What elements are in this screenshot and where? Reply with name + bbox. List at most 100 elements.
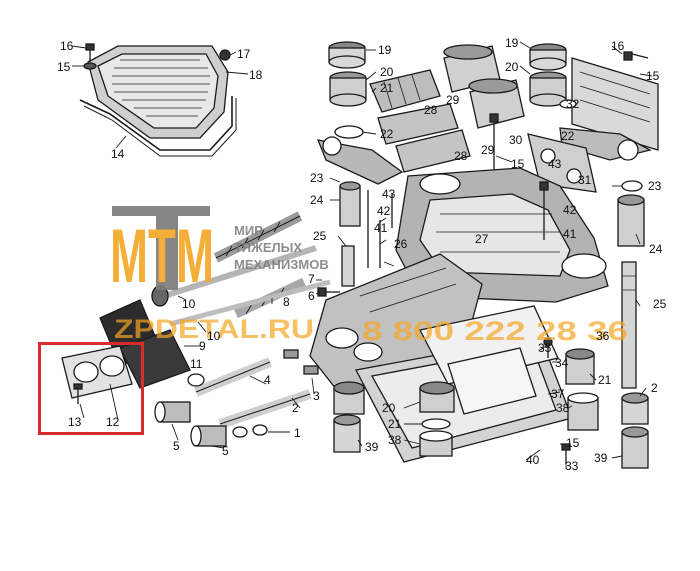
logo-frame (112, 206, 210, 290)
callout-7: 7 (308, 272, 315, 286)
callout-19: 19 (378, 43, 392, 57)
ring-23-b (621, 180, 643, 192)
bolt-17 (219, 49, 231, 61)
callout-15: 15 (646, 69, 660, 83)
callout-41: 41 (374, 221, 388, 235)
bushing-20-a (329, 71, 367, 107)
callout-33: 33 (565, 459, 579, 473)
callout-17: 17 (237, 47, 251, 61)
callout-8: 8 (283, 295, 290, 309)
ring-32 (559, 99, 577, 109)
callout-20: 20 (505, 60, 519, 74)
callout-5: 5 (222, 444, 229, 458)
callout-42: 42 (563, 203, 577, 217)
callout-22: 22 (561, 129, 575, 143)
callout-26: 26 (394, 237, 408, 251)
callout-31: 31 (578, 173, 592, 187)
callout-4: 4 (264, 373, 271, 387)
callout-20: 20 (382, 401, 396, 415)
callout-14: 14 (111, 147, 125, 161)
callout-19: 19 (505, 36, 519, 50)
callout-9: 9 (199, 339, 206, 353)
callout-38: 38 (556, 401, 570, 415)
callout-2: 2 (651, 381, 658, 395)
bolt-16-b (623, 51, 649, 61)
gasket-14 (79, 96, 237, 157)
callout-15: 15 (511, 157, 525, 171)
spool-28-b (395, 129, 471, 173)
ring-22-a (334, 125, 364, 139)
callout-6: 6 (308, 289, 315, 303)
callout-24: 24 (310, 193, 324, 207)
callout-30: 30 (509, 133, 523, 147)
callout-32: 32 (566, 97, 580, 111)
watermark-site: ZPDETAL.RU (114, 314, 314, 344)
callout-22: 22 (380, 127, 394, 141)
flange-43-31 (527, 133, 597, 193)
shaft-4 (194, 357, 272, 397)
callout-16: 16 (611, 39, 625, 53)
callout-21: 21 (388, 417, 402, 431)
callout-1: 1 (294, 426, 301, 440)
callout-11: 11 (190, 357, 203, 371)
callout-12: 12 (106, 415, 120, 429)
callout-29: 29 (481, 143, 495, 157)
callout-27: 27 (475, 232, 489, 246)
gasket-plate-34-36 (419, 305, 559, 415)
shaft-25-a (341, 245, 355, 287)
callout-37: 37 (551, 387, 565, 401)
ring-21-b (421, 418, 451, 430)
callout-29: 29 (446, 93, 460, 107)
callout-36: 36 (596, 329, 610, 343)
watermark-line-1: МИР (234, 223, 263, 238)
lever-arm-23-a (316, 136, 404, 185)
spool-28-a (377, 103, 459, 145)
callout-39: 39 (365, 440, 379, 454)
bushing-right-group (565, 348, 649, 469)
callout-20: 20 (380, 65, 394, 79)
callout-21: 21 (598, 373, 612, 387)
bushing-29-b (468, 78, 525, 129)
callout-41: 41 (563, 227, 577, 241)
watermark-logo: МТМ (110, 206, 214, 299)
logo-letters: МТМ (110, 214, 214, 299)
screw-13 (73, 383, 83, 404)
bolt-16-a (85, 43, 95, 62)
pins-2-3 (187, 349, 319, 438)
callout-25: 25 (313, 229, 327, 243)
callout-38: 38 (388, 433, 402, 447)
bushing-19-a (328, 41, 366, 69)
callout-2: 2 (292, 401, 299, 415)
highlight-box-parts-12-13 (38, 342, 144, 435)
bushing-19-b (529, 43, 567, 71)
ring-38-a (419, 430, 453, 457)
callout-13: 13 (68, 415, 82, 429)
callout-3: 3 (313, 389, 320, 403)
rod-11 (169, 279, 331, 327)
washer-15-a (83, 62, 97, 70)
shaft-25-b (621, 261, 637, 389)
callout-15: 15 (566, 436, 580, 450)
callout-34: 34 (555, 356, 569, 370)
cylinder-24-a (339, 181, 361, 227)
callout-5: 5 (173, 439, 180, 453)
callout-18: 18 (249, 68, 263, 82)
watermark-phone: 8 800 222 28 36 (362, 316, 628, 346)
callout-16: 16 (60, 39, 74, 53)
bolt-30 (489, 113, 499, 176)
callout-35: 35 (538, 341, 552, 355)
shaft-1 (218, 389, 312, 429)
cover-plate-18 (87, 45, 229, 139)
screw-6 (317, 287, 340, 297)
sleeve-5-b (190, 425, 227, 447)
sleeve-5-a (154, 401, 191, 423)
callout-23: 23 (310, 171, 324, 185)
callout-28: 28 (424, 103, 438, 117)
callout-25: 25 (653, 297, 667, 311)
bushing-20-b (529, 71, 567, 107)
callout-10: 10 (207, 329, 221, 343)
watermark-line-3: МЕХАНИЗМОВ (234, 257, 329, 272)
callout-39: 39 (594, 451, 608, 465)
watermark-line-2: ТЯЖЕЛЫХ (234, 240, 302, 255)
